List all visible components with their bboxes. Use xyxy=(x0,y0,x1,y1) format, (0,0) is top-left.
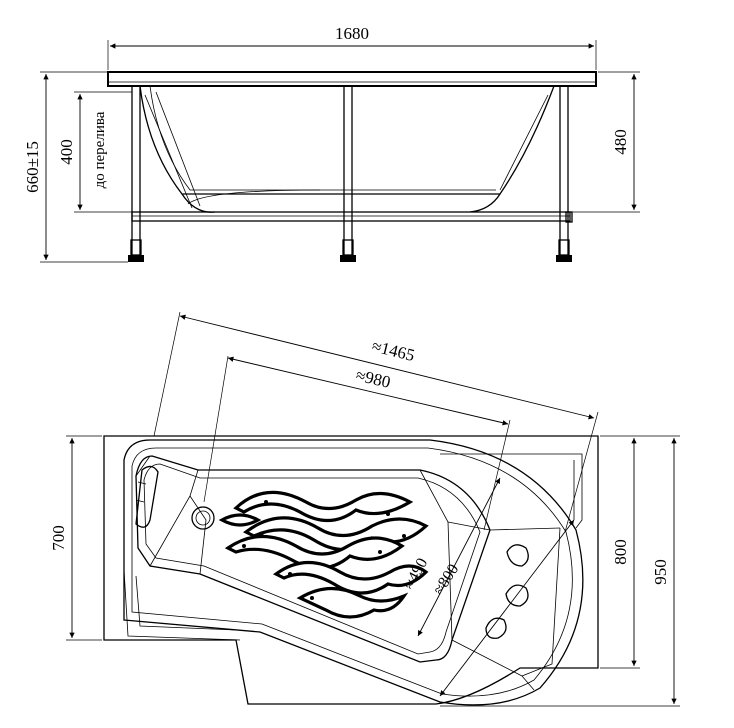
dimension-tub-width: ≈800 xyxy=(430,519,575,697)
frame-leg-middle xyxy=(340,85,356,262)
dimension-total-height: 660±15 xyxy=(23,71,128,263)
massage-nozzle-icon xyxy=(485,617,507,639)
massage-nozzle-icon xyxy=(506,544,529,567)
frame-bottom-beam xyxy=(131,211,571,222)
right-width-label: 800 xyxy=(611,539,630,565)
dimension-overall-width: 950 xyxy=(440,435,680,707)
anti-slip-pattern xyxy=(218,490,429,619)
left-width-label: 700 xyxy=(49,525,68,551)
dimension-overflow-height: 400 до перелива xyxy=(57,91,132,213)
total-height-label: 660±15 xyxy=(23,141,42,193)
basin-width-label: ≈490 xyxy=(401,555,431,592)
dimension-rim-height: 480 xyxy=(572,71,640,213)
bathtub-rim xyxy=(107,71,597,87)
overflow-height-label: 400 xyxy=(57,139,76,165)
length-label: 1680 xyxy=(335,24,369,43)
diagonal-inner-label: ≈980 xyxy=(354,365,392,392)
overflow-caption: до перелива xyxy=(92,111,108,188)
dimension-basin-width: ≈490 xyxy=(401,477,501,637)
frame-leg-right xyxy=(556,85,572,262)
side-view: 1680 660±15 400 до перелива 480 xyxy=(23,24,640,263)
rim-height-label: 480 xyxy=(611,129,630,155)
headrest-pillow xyxy=(135,465,159,528)
frame-leg-left xyxy=(128,85,144,262)
dimension-length: 1680 xyxy=(107,24,597,70)
bathtub-shell xyxy=(139,85,555,195)
drain-icon xyxy=(191,506,215,530)
overall-width-label: 950 xyxy=(651,559,670,585)
dimension-right-width: 800 xyxy=(600,435,640,669)
diagonal-outer-label: ≈1465 xyxy=(370,336,417,365)
dimension-left-width: 700 xyxy=(49,435,102,641)
top-view: ≈1465 ≈980 ≈490 ≈800 700 xyxy=(49,311,680,707)
tub-width-label: ≈800 xyxy=(430,561,462,598)
